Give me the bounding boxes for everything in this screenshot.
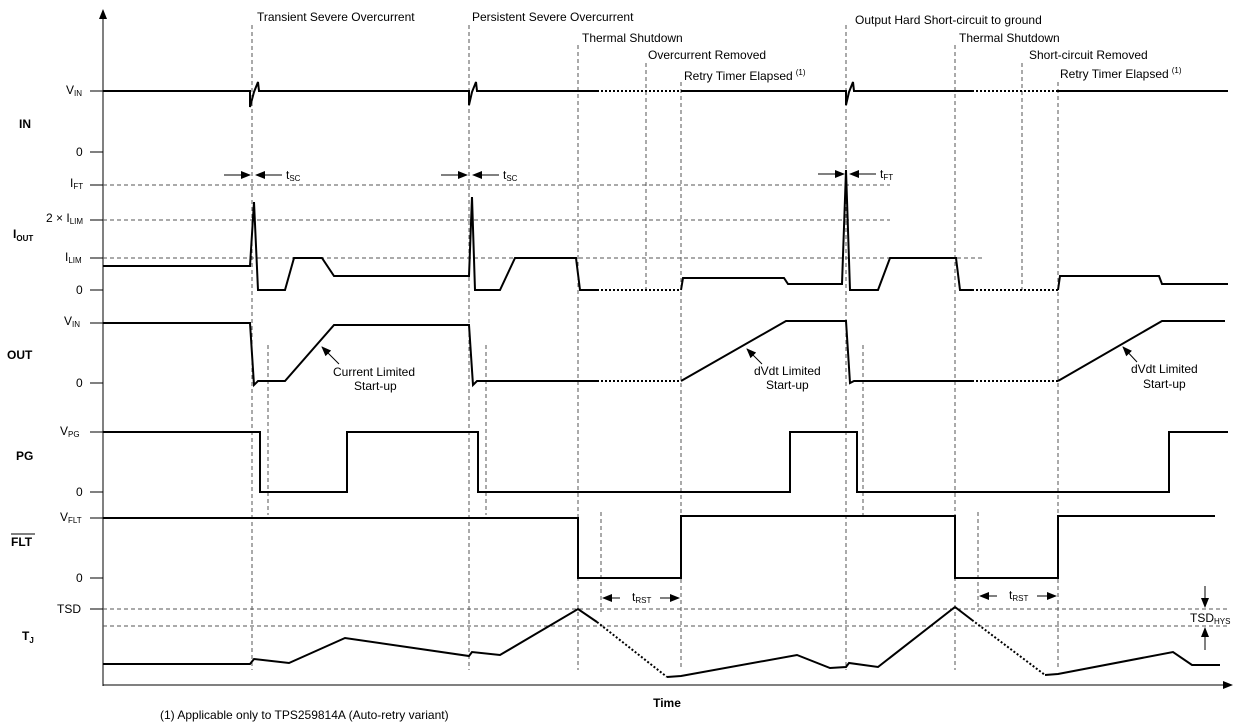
current-limited-line1: Current Limited — [333, 365, 415, 379]
signal-pg: PG — [16, 449, 33, 463]
x-axis-label: Time — [653, 696, 681, 710]
event-overcurrent-removed: Overcurrent Removed — [648, 48, 766, 62]
dvdt-limited-line1-b: dVdt Limited — [1131, 362, 1198, 376]
level-ift: IFT — [70, 176, 83, 191]
event-labels: Transient Severe Overcurrent Persistent … — [257, 10, 1182, 83]
tft-label: tFT — [880, 167, 893, 182]
current-limited-line2: Start-up — [354, 379, 397, 393]
signal-out: OUT — [7, 348, 33, 362]
event-hard-short: Output Hard Short-circuit to ground — [855, 13, 1042, 27]
startup-annotations: Current Limited Start-up dVdt Limited St… — [321, 346, 1198, 393]
trst-label-1: tRST — [632, 590, 651, 605]
axes: Time (1) Applicable only to TPS259814A (… — [99, 9, 1233, 722]
level-tsd: TSD — [57, 602, 81, 616]
footnote: (1) Applicable only to TPS259814A (Auto-… — [160, 708, 449, 722]
timing-annotations: tSC tSC tFT tRST tRST TSDHYS — [224, 167, 1230, 650]
iout-waveform — [103, 169, 1228, 291]
level-zero-out: 0 — [76, 376, 83, 390]
signal-names: IN IOUT OUT PG FLT TJ — [7, 117, 35, 645]
tsd-hys-label: TSDHYS — [1190, 611, 1230, 626]
event-persistent: Persistent Severe Overcurrent — [472, 10, 634, 24]
level-zero-pg: 0 — [76, 485, 83, 499]
signal-tj: TJ — [22, 629, 34, 645]
out-waveform — [103, 320, 1225, 388]
level-vpg: VPG — [60, 424, 80, 439]
level-ilim: ILIM — [65, 250, 82, 265]
reference-lines — [103, 184, 1228, 627]
signal-in: IN — [19, 117, 31, 131]
event-retry-2: Retry Timer Elapsed(1) — [1060, 66, 1182, 81]
event-retry-1: Retry Timer Elapsed(1) — [684, 68, 806, 83]
pg-waveform — [103, 431, 1228, 493]
in-waveform — [103, 81, 1228, 108]
event-thermal-shutdown-2: Thermal Shutdown — [959, 31, 1060, 45]
level-zero-iout: 0 — [76, 283, 83, 297]
signal-flt: FLT — [11, 535, 33, 549]
dvdt-limited-line1-a: dVdt Limited — [754, 364, 821, 378]
level-2ilim: 2 × ILIM — [46, 211, 83, 226]
tsc-label-2: tSC — [503, 168, 518, 183]
tj-waveform — [103, 605, 1220, 678]
dvdt-limited-line2-a: Start-up — [766, 378, 809, 392]
flt-waveform — [103, 515, 1215, 579]
event-thermal-shutdown-1: Thermal Shutdown — [582, 31, 683, 45]
level-zero-in: 0 — [76, 145, 83, 159]
event-short-circuit-removed: Short-circuit Removed — [1029, 48, 1148, 62]
level-zero-flt: 0 — [76, 571, 83, 585]
level-vin-out: VIN — [64, 314, 80, 329]
tsc-label-1: tSC — [286, 168, 301, 183]
event-lines — [251, 25, 1059, 670]
level-vflt: VFLT — [60, 510, 82, 525]
signal-iout: IOUT — [13, 227, 33, 243]
trst-label-2: tRST — [1009, 588, 1028, 603]
event-transient: Transient Severe Overcurrent — [257, 10, 415, 24]
level-vin-in: VIN — [66, 83, 82, 98]
level-labels: VIN 0 IFT 2 × ILIM ILIM 0 VIN 0 VPG 0 VF… — [46, 83, 103, 616]
dvdt-limited-line2-b: Start-up — [1143, 377, 1186, 391]
